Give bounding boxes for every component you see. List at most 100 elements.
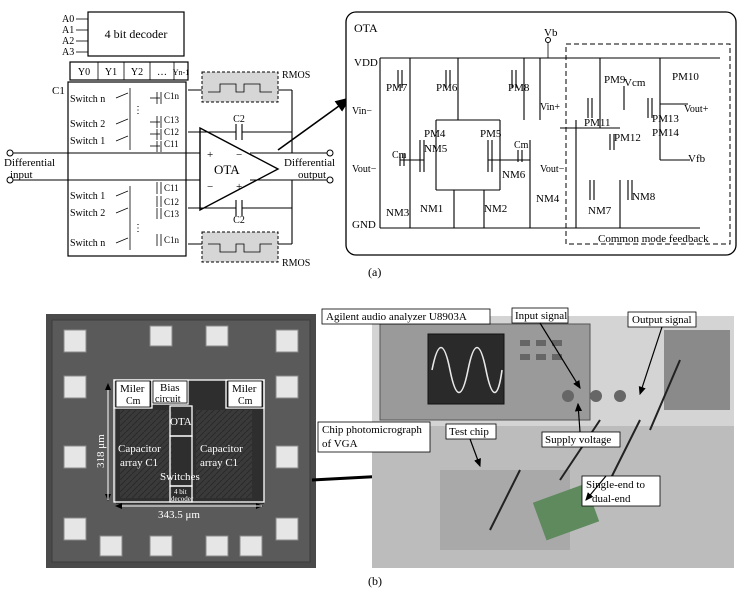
chip-miller-right-1: Miler (232, 383, 257, 395)
decoder-input-a3: A3 (62, 47, 74, 58)
ellipsis-bottom: ⋮ (133, 223, 143, 234)
nm7-label: NM7 (588, 205, 612, 217)
nm4-label: NM4 (536, 193, 560, 205)
pm8-label: PM8 (508, 82, 530, 94)
schematic-frame (345, 11, 737, 256)
ota-plus-top: + (207, 149, 213, 161)
switch-top-n: Switch n (70, 94, 105, 105)
cap-top-c11: C11 (164, 139, 179, 149)
ota-label: OTA (214, 162, 240, 177)
nm5-label: NM5 (424, 143, 448, 155)
decoder-output-bar (69, 61, 189, 81)
cmfb-region (565, 43, 731, 245)
decoder-input-a2: A2 (62, 36, 74, 47)
label-supply: Supply voltage (545, 434, 611, 446)
cap-top-c13: C13 (164, 115, 180, 125)
chip-cap-left-1: Capacitor (118, 443, 161, 455)
schematic-title: OTA (354, 21, 378, 35)
label-single-end-2: dual-end (592, 493, 631, 505)
chip-photomicrograph: Miler Cm Miler Cm Bias circuit OTA Capac… (46, 314, 316, 568)
analyzer-screen (427, 333, 505, 405)
cm-right-label: Cm (514, 140, 529, 151)
cm-left-label: Cm (392, 150, 407, 161)
switch-group-top: Switch n Switch 2 Switch 1 C1n C13 C12 C… (70, 88, 180, 152)
switch-bottom-1: Switch 1 (70, 191, 105, 202)
c2-top: C2 (233, 114, 245, 125)
diff-output-line1: Differential (284, 157, 335, 169)
rmos-bottom (201, 231, 279, 263)
chip-bias-2: circuit (155, 394, 181, 405)
nm1-label: NM1 (420, 203, 443, 215)
switch-top-1: Switch 1 (70, 136, 105, 147)
cap-bottom-c12: C12 (164, 197, 179, 207)
gnd-label: GND (352, 219, 376, 231)
chip-miller-right-2: Cm (238, 396, 253, 407)
chip-miller-left-1: Miler (120, 383, 145, 395)
cap-bottom-c13: C13 (164, 209, 180, 219)
chip-annotation-frames (113, 379, 265, 503)
c2-bottom: C2 (233, 215, 245, 226)
vcm-label: Vcm (624, 77, 646, 89)
pm13-label: PM13 (652, 113, 679, 125)
label-analyzer: Agilent audio analyzer U8903A (326, 311, 467, 323)
ota-schematic: OTA VDD GND Vb Vcm Vfb Vin− Vin+ Vout− V… (345, 11, 737, 256)
chip-decoder-2: decoder (171, 495, 194, 503)
decoder-output-y0: Y0 (78, 67, 90, 78)
rmos-top-label: RMOS (282, 70, 310, 81)
rmos-bottom-label: RMOS (282, 258, 310, 269)
ota-plus-bottom: + (236, 181, 242, 193)
chip-cap-right-1: Capacitor (200, 443, 243, 455)
ota-minus-bottom: − (207, 181, 213, 193)
ota-triangle (199, 126, 280, 212)
switch-bottom-n: Switch n (70, 238, 105, 249)
pm10-label: PM10 (672, 71, 699, 83)
cables (489, 359, 681, 531)
label-output-signal: Output signal (632, 314, 692, 326)
chip-miller-left-2: Cm (126, 396, 141, 407)
decoder-output-y1: Y1 (105, 67, 117, 78)
vdd-label: VDD (354, 57, 378, 69)
pm14-label: PM14 (652, 127, 679, 139)
bond-pads (63, 325, 299, 557)
label-test-chip: Test chip (449, 426, 489, 438)
nm8-label: NM8 (632, 191, 656, 203)
switch-bottom-2: Switch 2 (70, 208, 105, 219)
nm3-label: NM3 (386, 207, 410, 219)
nm6-label: NM6 (502, 169, 526, 181)
analyzer-buttons (520, 340, 626, 402)
nm2-label: NM2 (484, 203, 507, 215)
pm12-label: PM12 (614, 132, 641, 144)
cap-top-c12: C12 (164, 127, 179, 137)
test-bench-photo: Agilent audio analyzer U8903A Input sign… (317, 307, 734, 568)
cmfb-label: Common mode feedback (598, 233, 709, 245)
switch-top-2: Switch 2 (70, 119, 105, 130)
diff-output-line2: output (298, 169, 326, 181)
diff-input-line2: input (10, 169, 33, 181)
vin-minus-label: Vin− (352, 106, 372, 117)
vout-plus-label: Vout+ (684, 104, 709, 115)
cap-bottom-c11: C11 (164, 183, 179, 193)
chip-dim-height: 318 μm (95, 434, 107, 468)
chip-ota-label: OTA (170, 416, 192, 428)
decoder-box (87, 11, 185, 57)
c1-label: C1 (52, 85, 65, 97)
switch-group-bottom: Switch 1 Switch 2 Switch n C11 C12 C13 C… (70, 182, 180, 250)
label-chip-photo-1: Chip photomicrograph (322, 424, 422, 436)
vout-minus-left-label: Vout− (352, 164, 377, 175)
vga-block: 4 bit decoder A0 A1 A2 A3 Y0 Y1 Y2 … Yn-… (4, 11, 352, 269)
pm7-label: PM7 (386, 82, 408, 94)
ellipsis-top: ⋮ (133, 105, 143, 116)
pm4-label: PM4 (424, 128, 446, 140)
chip-cap-right-2: array C1 (200, 457, 238, 469)
cap-bottom-c1n: C1n (164, 235, 180, 245)
decoder-output-dots: … (157, 67, 167, 78)
waveform (431, 346, 503, 394)
decoder-output-yn: Yn-1 (173, 68, 189, 77)
rmos-top (201, 71, 279, 103)
zoom-arrow (277, 97, 352, 151)
ota-minus-top: − (236, 149, 242, 161)
label-input-signal: Input signal (515, 310, 567, 322)
pm6-label: PM6 (436, 82, 458, 94)
label-pointers (469, 322, 663, 501)
